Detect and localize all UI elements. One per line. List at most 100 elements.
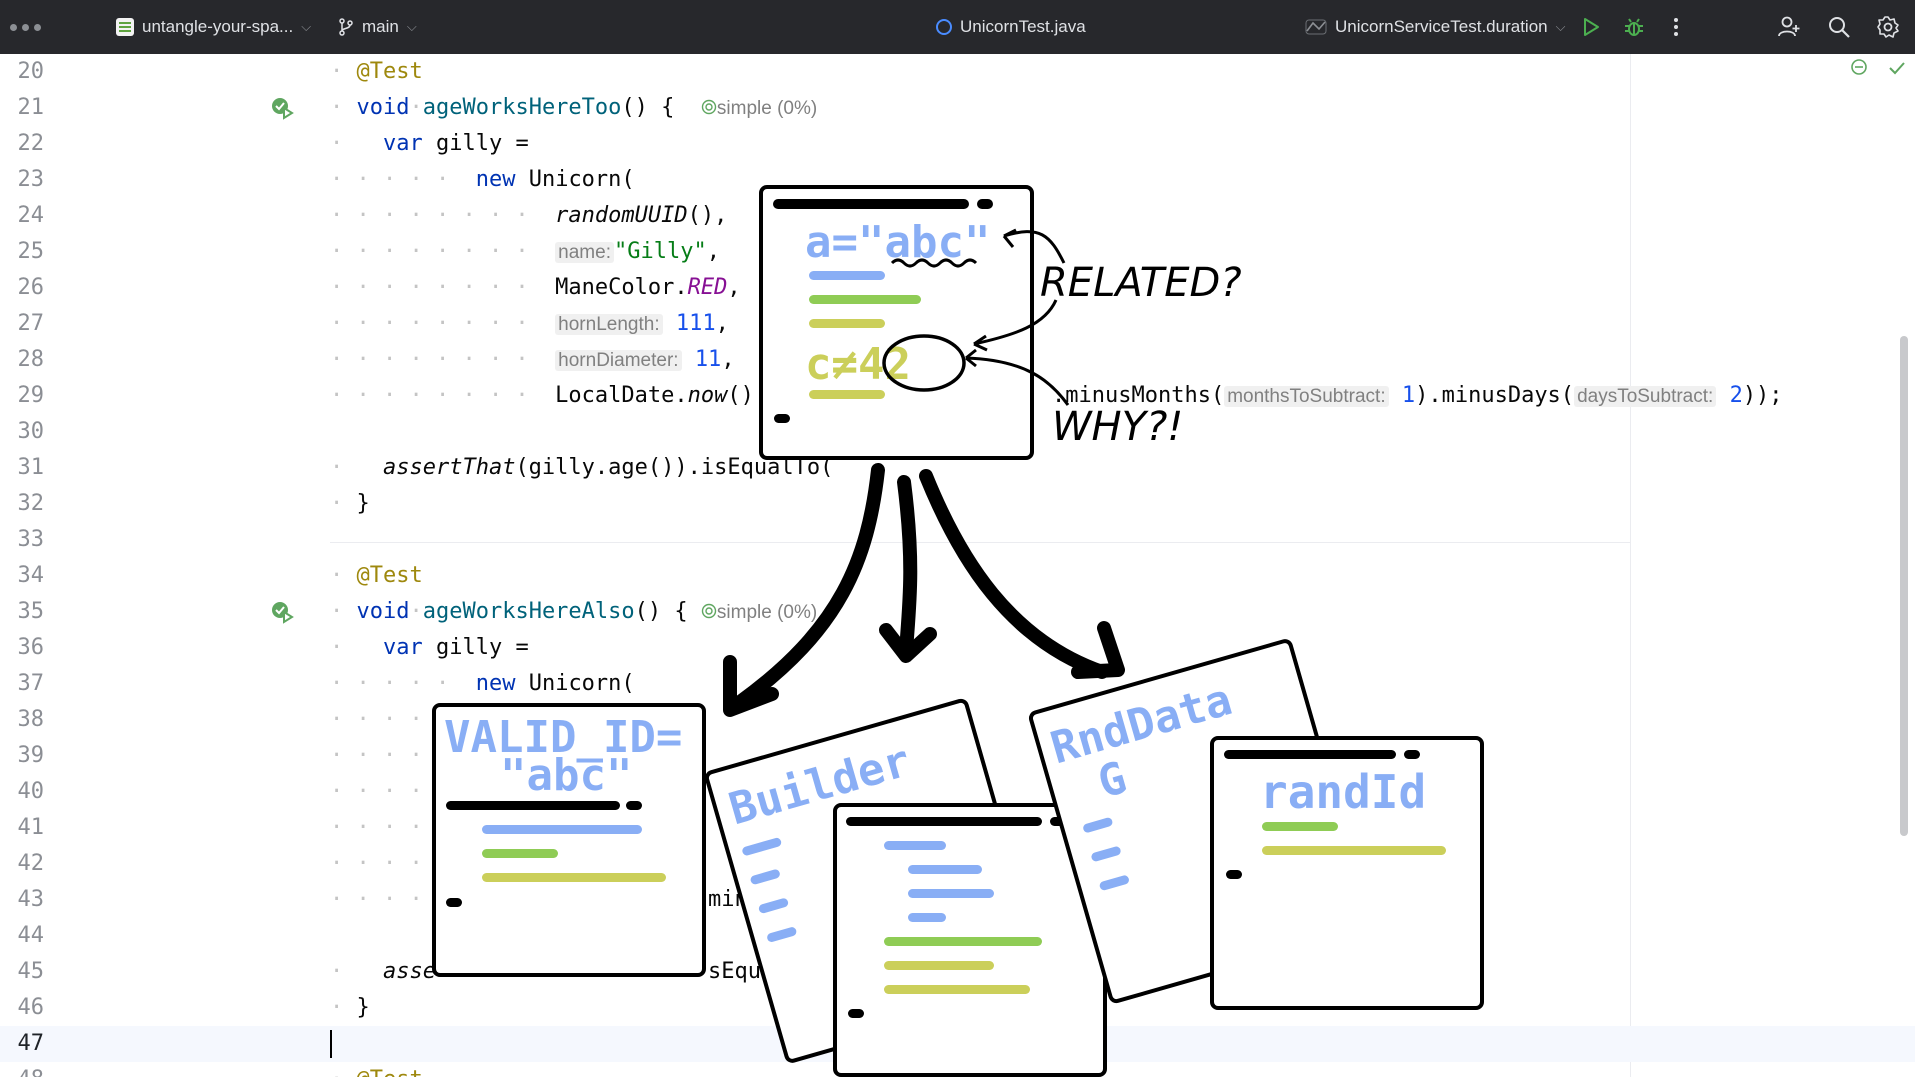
- line-fragment: Days(: [1106, 887, 1173, 912]
- line-number: 34: [17, 563, 45, 588]
- line-number: 22: [17, 131, 45, 156]
- code-line: 36 · var gilly =: [0, 630, 1915, 666]
- line-number: 48: [0, 1062, 45, 1077]
- bug-icon: [1625, 18, 1643, 36]
- line-content: · · · · · · · ·: [330, 743, 542, 768]
- code-line: 30: [0, 414, 1915, 450]
- line-content: · · · · · · · · hornDiameter: 11,: [330, 347, 735, 372]
- run-config-icon: [1305, 19, 1327, 35]
- code-line: 37 · · · · · new Unicorn(: [0, 666, 1915, 702]
- line-content-tail: .minusMonths(monthsToSubtract: 1).minusD…: [1052, 383, 1783, 408]
- dot-icon: [34, 23, 41, 31]
- annotation: @Test: [356, 563, 423, 588]
- more-actions-button[interactable]: [1656, 0, 1696, 54]
- project-selector[interactable]: untangle-your-spa... ⌵: [116, 0, 311, 54]
- code-line: 46 · }: [0, 990, 1915, 1026]
- line-number: 32: [17, 491, 45, 516]
- parameter-hint: daysToSubtract:: [1574, 386, 1717, 407]
- annotation: @Test: [356, 59, 423, 84]
- current-file-tab[interactable]: UnicornTest.java: [936, 0, 1086, 54]
- annotation: @Test: [357, 1067, 423, 1077]
- run-test-gutter-icon[interactable]: [270, 600, 294, 624]
- line-number: 26: [17, 275, 45, 300]
- run-config-name: UnicornServiceTest.duration: [1335, 17, 1548, 36]
- line-number: 21: [17, 95, 45, 120]
- dot-icon: [22, 23, 29, 31]
- line-number: 31: [17, 455, 45, 480]
- line-content: · void·ageWorksHereAlso() { simple (0%): [330, 599, 818, 624]
- line-content: · @Test: [330, 563, 423, 588]
- line-content: · @Test: [330, 59, 423, 84]
- branch-icon: [339, 18, 353, 36]
- search-button[interactable]: [1819, 0, 1859, 54]
- text-caret: [330, 1030, 332, 1058]
- line-number: 23: [17, 167, 45, 192]
- code-line: 25 · · · · · · · · name:"Gilly",: [0, 234, 1915, 270]
- code-line: 29 · · · · · · · · LocalDate.now().minus…: [0, 378, 1915, 414]
- line-content: · · · · · · · ·: [330, 887, 542, 912]
- branch-selector[interactable]: main ⌵: [338, 0, 417, 54]
- line-content: · asse: [330, 959, 436, 984]
- code-line: 23 · · · · · new Unicorn(: [0, 162, 1915, 198]
- more-vertical-icon: [1674, 18, 1678, 36]
- code-line: 24 · · · · · · · · randomUUID(),: [0, 198, 1915, 234]
- line-fragment: minusY: [708, 887, 788, 912]
- code-line: 34 · @Test: [0, 558, 1915, 594]
- vertical-scrollbar[interactable]: [1900, 336, 1908, 836]
- current-code-line: 47: [0, 1026, 1915, 1062]
- line-number: 33: [17, 527, 45, 552]
- line-content: · @Test: [330, 1062, 423, 1077]
- code-line: 33: [0, 522, 1915, 558]
- project-name: untangle-your-spa...: [142, 17, 294, 36]
- main-menu-button[interactable]: [10, 0, 41, 54]
- line-number: 24: [17, 203, 45, 228]
- debug-button[interactable]: [1614, 0, 1654, 54]
- line-number: 37: [17, 671, 45, 696]
- add-user-button[interactable]: [1769, 0, 1809, 54]
- parameter-hint: hornLength:: [555, 314, 663, 335]
- code-line: 44: [0, 918, 1915, 954]
- code-line: 41 · · · · · · · ·: [0, 810, 1915, 846]
- line-content: · · · · · · · · name:"Gilly",: [330, 239, 720, 264]
- code-line: 21 · void·ageWorksHereToo() { simple (0%…: [0, 90, 1915, 126]
- code-line: 28 · · · · · · · · hornDiameter: 11,: [0, 342, 1915, 378]
- code-line: 38 · · · · · · · ·: [0, 702, 1915, 738]
- current-file-name: UnicornTest.java: [960, 17, 1086, 36]
- line-number: 29: [17, 383, 45, 408]
- line-number: 27: [17, 311, 45, 336]
- line-number: 40: [17, 779, 45, 804]
- code-line: 43 · · · · · · · · minusY Days(: [0, 882, 1915, 918]
- line-number: 30: [17, 419, 45, 444]
- line-content: · · · · · · · ·: [330, 815, 542, 840]
- branch-name: main: [362, 17, 399, 36]
- line-number: 41: [17, 815, 45, 840]
- line-number: 25: [17, 239, 45, 264]
- line-content: · }: [330, 491, 370, 516]
- method-separator: [330, 542, 1630, 543]
- line-content: · · · · · · · · LocalDate.now().minus: [330, 383, 834, 408]
- parameter-hint: monthsToSubtract:: [1224, 386, 1389, 407]
- run-test-gutter-icon[interactable]: [270, 96, 294, 120]
- right-margin-guide: [1630, 54, 1631, 1077]
- settings-button[interactable]: [1868, 0, 1908, 54]
- chevron-down-icon: ⌵: [406, 19, 417, 34]
- coverage-icon: [701, 99, 717, 115]
- inspection-widget-icon[interactable]: [1850, 58, 1868, 76]
- line-content: · assertThat(gilly.age()).isEqualTo(: [330, 455, 834, 480]
- code-editor[interactable]: 20 · @Test 21 · void·ageWorksHereToo() {…: [0, 54, 1915, 1077]
- code-line: 27 · · · · · · · · hornLength: 111,: [0, 306, 1915, 342]
- line-number: 20: [17, 59, 45, 84]
- java-class-icon: [936, 19, 952, 35]
- play-icon: [1584, 18, 1599, 36]
- code-line: 31 · assertThat(gilly.age()).isEqualTo(: [0, 450, 1915, 486]
- run-config-selector[interactable]: UnicornServiceTest.duration ⌵: [1305, 0, 1565, 54]
- line-content: · · · · · new Unicorn(: [330, 167, 635, 192]
- code-line: 22 · var gilly =: [0, 126, 1915, 162]
- run-button[interactable]: [1571, 0, 1611, 54]
- line-content: · var gilly =: [330, 635, 529, 660]
- coverage-hint: simple (0%): [716, 602, 818, 623]
- code-line: 35 · void·ageWorksHereAlso() { simple (0…: [0, 594, 1915, 630]
- gear-icon: [1877, 16, 1899, 38]
- code-line: 48 · @Test: [0, 1062, 1915, 1077]
- project-icon: [116, 18, 134, 36]
